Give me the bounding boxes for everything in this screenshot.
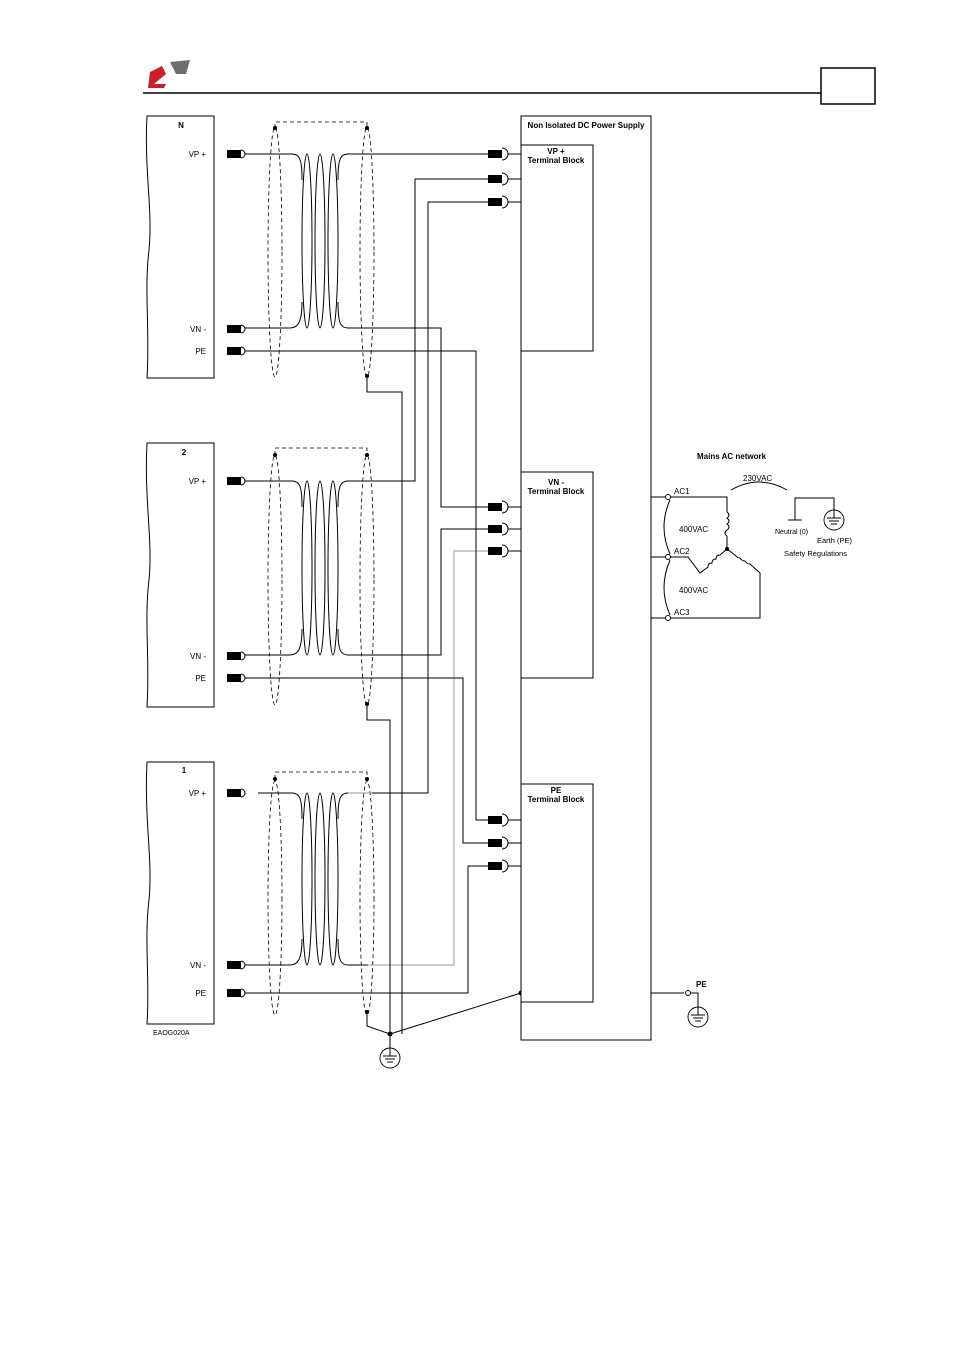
v-neutral-label: 230VAC [743, 474, 772, 483]
drive-title: 1 [182, 766, 187, 775]
pe-label: PE [195, 674, 206, 683]
block-line1: VN - [548, 478, 564, 487]
mains-network: Mains AC network AC1 AC2 AC3 400VAC 400V… [651, 452, 853, 621]
vp-label: VP + [189, 150, 207, 159]
ac1-label: AC1 [674, 487, 690, 496]
shielded-cable-2 [245, 448, 374, 706]
company-logo-icon [148, 60, 190, 88]
drive-2: 2 VP + VN - PE [146, 443, 214, 707]
shielded-cable-n [245, 122, 374, 378]
vn-label: VN - [190, 961, 206, 970]
ac2-label: AC2 [674, 547, 690, 556]
shielded-cable-1 [245, 772, 374, 1015]
drive-1: 1 VP + VN - PE [146, 762, 214, 1024]
power-supply: Non Isolated DC Power Supply VP + Termin… [521, 116, 651, 1040]
supply-connectors [488, 148, 521, 872]
pe-label: PE [195, 347, 206, 356]
earth-ground-icon [824, 510, 844, 530]
vn-label: VN - [190, 325, 206, 334]
ac3-label: AC3 [674, 608, 690, 617]
drawing-code: EAOG020A [153, 1030, 190, 1037]
block-line1: VP + [547, 147, 565, 156]
drive-title: 2 [182, 448, 187, 457]
block-line2: Terminal Block [528, 795, 585, 804]
earth-label: Earth (PE) [817, 536, 853, 545]
drive-connectors [227, 150, 245, 997]
safety-label: Safety Regulations [784, 549, 847, 558]
block-line2: Terminal Block [528, 156, 585, 165]
vp-label: VP + [189, 477, 207, 486]
vn-label: VN - [190, 652, 206, 661]
v23-label: 400VAC [679, 586, 708, 595]
drive-n: N VP + VN - PE [146, 116, 214, 378]
vp-label: VP + [189, 789, 207, 798]
page-number-box [821, 68, 875, 104]
drive-title: N [178, 121, 184, 130]
v12-label: 400VAC [679, 525, 708, 534]
ground-icon [380, 1046, 400, 1068]
pe-label: PE [195, 989, 206, 998]
neutral-label: Neutral (0) [775, 529, 808, 536]
block-line2: Terminal Block [528, 487, 585, 496]
pe-ground-icon [686, 991, 709, 1028]
power-supply-title: Non Isolated DC Power Supply [528, 121, 645, 130]
mains-title: Mains AC network [697, 452, 767, 461]
block-line1: PE [551, 786, 562, 795]
pe-output-label: PE [696, 980, 707, 989]
